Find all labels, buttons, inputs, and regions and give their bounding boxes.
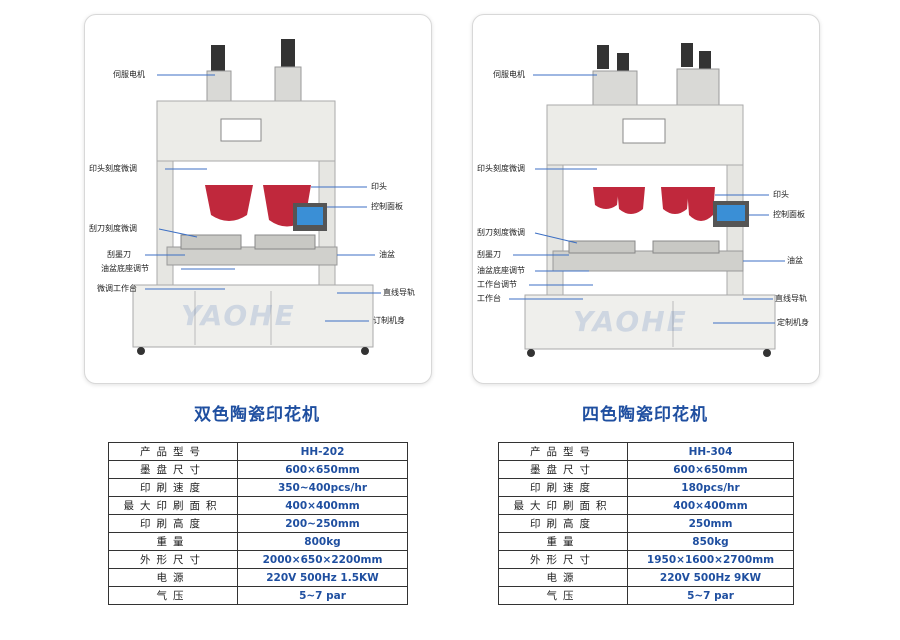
title-two-color: 双色陶瓷印花机	[194, 405, 320, 425]
callout-table: 工作台	[477, 294, 501, 303]
spec-key: 产品型号	[498, 442, 628, 461]
spec-value: 800kg	[237, 532, 408, 551]
spec-value: 350~400pcs/hr	[237, 478, 408, 497]
callout-panel: 控制面板	[773, 210, 805, 219]
spec-value: 1950×1600×2700mm	[627, 550, 794, 569]
callout-head-fine: 印头刻度微调	[477, 164, 525, 173]
spec-key: 重量	[498, 532, 628, 551]
callout-servo: 伺服电机	[493, 70, 525, 79]
callout-fine-table: 微调工作台	[97, 284, 137, 293]
spec-value: 220V 500Hz 9KW	[627, 568, 794, 587]
spec-value: 400×400mm	[627, 496, 794, 515]
callout-panel: 控制面板	[371, 202, 403, 211]
spec-value: 180pcs/hr	[627, 478, 794, 497]
spec-key: 印刷高度	[108, 514, 238, 533]
spec-key: 最大印刷面积	[108, 496, 238, 515]
spec-value: 250mm	[627, 514, 794, 533]
spec-key: 气压	[108, 586, 238, 605]
spec-value: 600×650mm	[627, 460, 794, 479]
spec-key: 产品型号	[108, 442, 238, 461]
spec-value: 5~7 par	[237, 586, 408, 605]
callout-body: 定制机身	[777, 318, 809, 327]
spec-key: 墨盘尺寸	[498, 460, 628, 479]
callout-tray-base: 油盆底座调节	[477, 266, 525, 275]
callout-head-fine: 印头刻度微调	[89, 164, 137, 173]
spec-key: 气压	[498, 586, 628, 605]
spec-key: 最大印刷面积	[498, 496, 628, 515]
spec-value: HH-202	[237, 442, 408, 461]
machine-card-two-color: YAOHE 伺服电机 印头刻度微调 印头 控制面板 刮刀刻度微调 刮墨刀 油盆 …	[84, 14, 432, 384]
spec-value: 600×650mm	[237, 460, 408, 479]
spec-key: 电源	[498, 568, 628, 587]
callout-head: 印头	[773, 190, 789, 199]
four-color-machine-illustration	[509, 43, 785, 357]
spec-key: 外形尺寸	[108, 550, 238, 569]
spec-value: 220V 500Hz 1.5KW	[237, 568, 408, 587]
spec-value: 5~7 par	[627, 586, 794, 605]
spec-key: 印刷速度	[108, 478, 238, 497]
callout-rail: 直线导轨	[775, 294, 807, 303]
spec-key: 印刷高度	[498, 514, 628, 533]
callout-blade-fine: 刮刀刻度微调	[89, 224, 137, 233]
callout-ink-blade: 刮墨刀	[107, 250, 131, 259]
spec-key: 重量	[108, 532, 238, 551]
spec-key: 印刷速度	[498, 478, 628, 497]
spec-value: HH-304	[627, 442, 794, 461]
spec-key: 外形尺寸	[498, 550, 628, 569]
title-four-color: 四色陶瓷印花机	[582, 405, 708, 425]
spec-value: 200~250mm	[237, 514, 408, 533]
callout-tray-base: 油盆底座调节	[101, 264, 149, 273]
callout-ink-tray: 油盆	[787, 256, 803, 265]
callout-body: 订制机身	[373, 316, 405, 325]
machine-card-four-color: YAOHE 伺服电机 印头刻度微调 印头 控制面板 刮刀刻度微调 刮墨刀 油盆 …	[472, 14, 820, 384]
callout-ink-blade: 刮墨刀	[477, 250, 501, 259]
callout-head: 印头	[371, 182, 387, 191]
two-color-machine-illustration	[132, 39, 381, 355]
spec-key: 墨盘尺寸	[108, 460, 238, 479]
callout-blade-fine: 刮刀刻度微调	[477, 228, 525, 237]
spec-value: 850kg	[627, 532, 794, 551]
spec-value: 2000×650×2200mm	[237, 550, 408, 569]
callout-ink-tray: 油盆	[379, 250, 395, 259]
callout-servo: 伺服电机	[113, 70, 145, 79]
callout-table-adj: 工作台调节	[477, 280, 517, 289]
spec-value: 400×400mm	[237, 496, 408, 515]
callout-rail: 直线导轨	[383, 288, 415, 297]
spec-key: 电源	[108, 568, 238, 587]
